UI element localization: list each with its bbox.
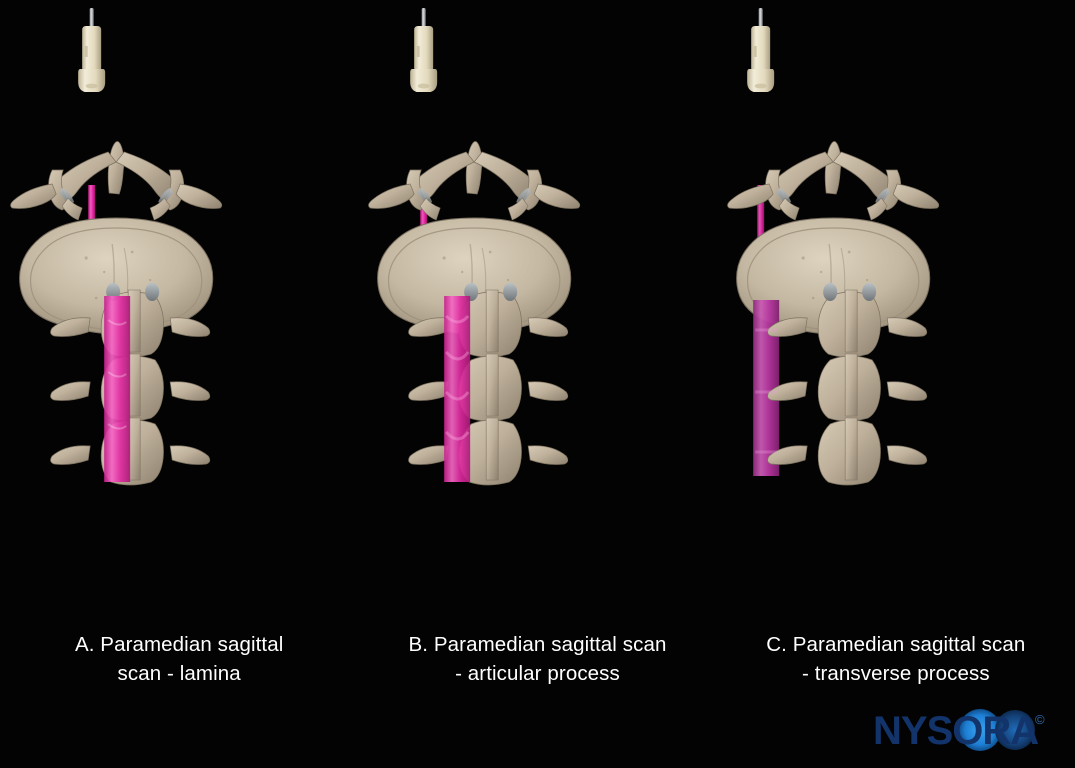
caption-row: A. Paramedian sagittal scan - lamina B. … [0,630,1075,710]
spinous-process-c [824,141,841,195]
caption-b-line2: - articular process [455,662,620,685]
probe-cable-c [758,8,763,30]
caption-a: A. Paramedian sagittal scan - lamina [0,630,358,710]
articular-cap-left-c [822,283,837,301]
pedicle-left-c [778,197,800,221]
spinous-column-b [486,289,499,481]
caption-c-line1: C. Paramedian sagittal scan [766,633,1026,656]
probe-marker-c [753,46,757,57]
probe-footplate-c [746,69,774,92]
panel-a [0,0,358,620]
pedicle-right-c [866,197,888,221]
probe-body-b [414,26,434,73]
transverse-process-left-b [368,183,415,209]
axial-vertebra-view-c [726,8,939,335]
panel-c-artwork [726,8,939,486]
pedicle-left-a [61,197,83,221]
nysora-logo-svg: NYSORA © [873,709,1045,753]
scan-plane-texture-c [754,328,777,454]
probe-body-a [82,26,102,73]
scan-plane-a [104,296,131,482]
panel-row [0,0,1075,620]
spinous-process-b [466,141,483,195]
logo-glow-r [959,709,1001,751]
panel-b-artwork [368,8,581,486]
logo-glow-a [995,710,1035,750]
panel-b [358,0,716,620]
probe-footplate-a [78,69,106,92]
probe-cable-a [89,8,94,30]
caption-c: C. Paramedian sagittal scan - transverse… [717,630,1075,710]
transverse-process-left-c [726,183,774,209]
probe-marker-a [84,46,88,57]
transverse-process-left-a [10,183,57,209]
transverse-process-right-a [175,183,223,209]
pedicle-right-b [508,197,529,221]
probe-footplate-b [410,69,438,92]
spinous-column-c [844,289,858,481]
probe-marker-b [416,46,420,57]
probe-cable-b [421,8,426,30]
logo-wordmark: NYSORA [873,709,1038,753]
articular-cap-right-c [861,283,876,301]
axial-vertebra-view-a [10,8,223,335]
posterior-spine-view-a [50,283,211,486]
scan-plane-texture-a [107,319,127,430]
caption-a-line2: scan - lamina [117,662,241,685]
pedicle-right-a [149,197,171,221]
caption-c-line2: - transverse process [801,662,990,685]
scan-plane-b [444,296,471,482]
caption-b-line1: B. Paramedian sagittal scan [408,633,667,656]
posterior-spine-view-c [752,283,927,486]
probe-body-c [750,26,770,73]
articular-cap-right-a [145,283,160,301]
scan-plane-texture-b [445,314,470,441]
articular-cap-right-b [503,283,518,301]
posterior-spine-view-b [408,283,569,486]
nysora-logo: NYSORA © [867,708,1057,753]
pedicle-left-b [420,197,441,221]
transverse-process-right-c [892,183,939,209]
caption-a-line1: A. Paramedian sagittal [74,633,284,656]
logo-copyright: © [1035,712,1045,727]
spinous-column-a [127,289,141,481]
caption-b: B. Paramedian sagittal scan - articular … [358,630,716,710]
probe-face-b [417,83,430,89]
probe-face-c [754,83,767,89]
axial-vertebra-view-b [368,8,581,335]
probe-face-a [85,83,98,89]
panel-a-artwork [10,8,223,486]
panel-c [717,0,1075,620]
spinous-process-a [107,141,125,195]
transverse-process-right-b [534,183,581,209]
